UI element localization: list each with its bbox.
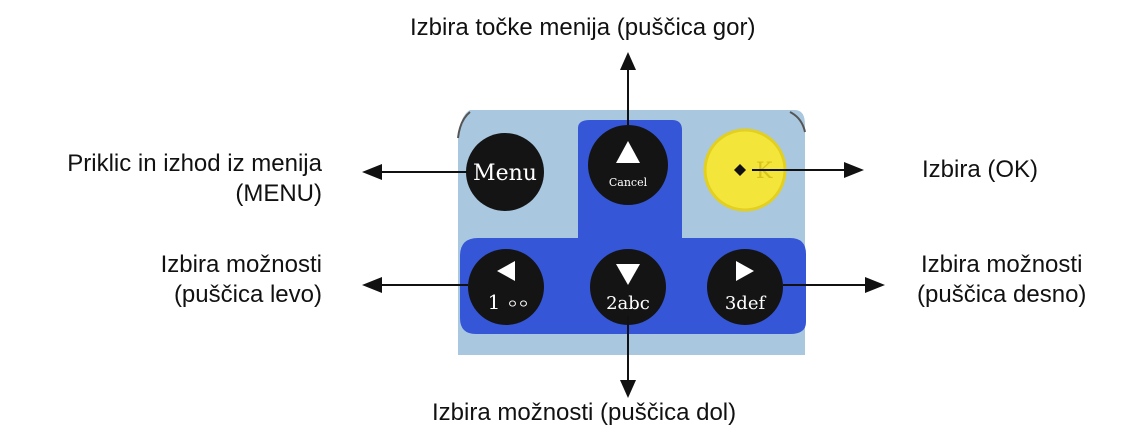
label-left-line1: Izbira možnosti (160, 251, 322, 278)
label-menu-line1: Priklic in izhod iz menija (67, 150, 322, 177)
key2-label: 2abc (606, 293, 650, 314)
label-ok: Izbira (OK) (922, 156, 1039, 183)
cancel-up-button[interactable]: Cancel (588, 125, 668, 205)
right-key-3-button[interactable]: 3def (707, 249, 783, 325)
label-right-line2: (puščica desno) (917, 281, 1087, 308)
arrow-ok-head (844, 162, 864, 178)
key3-label: 3def (725, 293, 767, 314)
label-menu-line2: (MENU) (235, 180, 322, 207)
label-right: Izbira možnosti (puščica desno) (917, 250, 1086, 310)
panel-corner-left (457, 111, 471, 139)
label-down: Izbira možnosti (puščica dol) (432, 399, 737, 426)
menu-button-label: Menu (473, 161, 537, 186)
arrow-right-head (865, 277, 885, 293)
down-key-2-button[interactable]: 2abc (590, 249, 666, 325)
label-up: Izbira točke menija (puščica gor) (410, 14, 756, 41)
label-left: Izbira možnosti (puščica levo) (161, 250, 322, 310)
right-triangle-icon (736, 261, 754, 281)
arrow-up-head (620, 52, 636, 70)
label-right-line1: Izbira možnosti (921, 251, 1083, 278)
key1-number: 1 (488, 290, 501, 314)
ok-button-label: K (756, 159, 773, 184)
ok-diamond-icon (734, 164, 746, 176)
panel-corner-right (789, 111, 806, 133)
up-triangle-icon (616, 141, 640, 163)
arrow-menu-head (362, 164, 382, 180)
cancel-button-label: Cancel (609, 176, 648, 189)
ok-button[interactable]: K (703, 128, 787, 212)
label-left-line2: (puščica levo) (173, 281, 322, 308)
key1-sub-label: ㅇㅇ (507, 297, 529, 311)
left-triangle-icon (497, 261, 515, 281)
arrow-left-head (362, 277, 382, 293)
menu-button[interactable]: Menu (466, 133, 544, 211)
left-key-1-button[interactable]: 1 ㅇㅇ (468, 249, 544, 325)
arrow-down-head (620, 380, 636, 398)
down-triangle-icon (616, 264, 640, 285)
label-menu: Priklic in izhod iz menija (MENU) (67, 149, 322, 209)
